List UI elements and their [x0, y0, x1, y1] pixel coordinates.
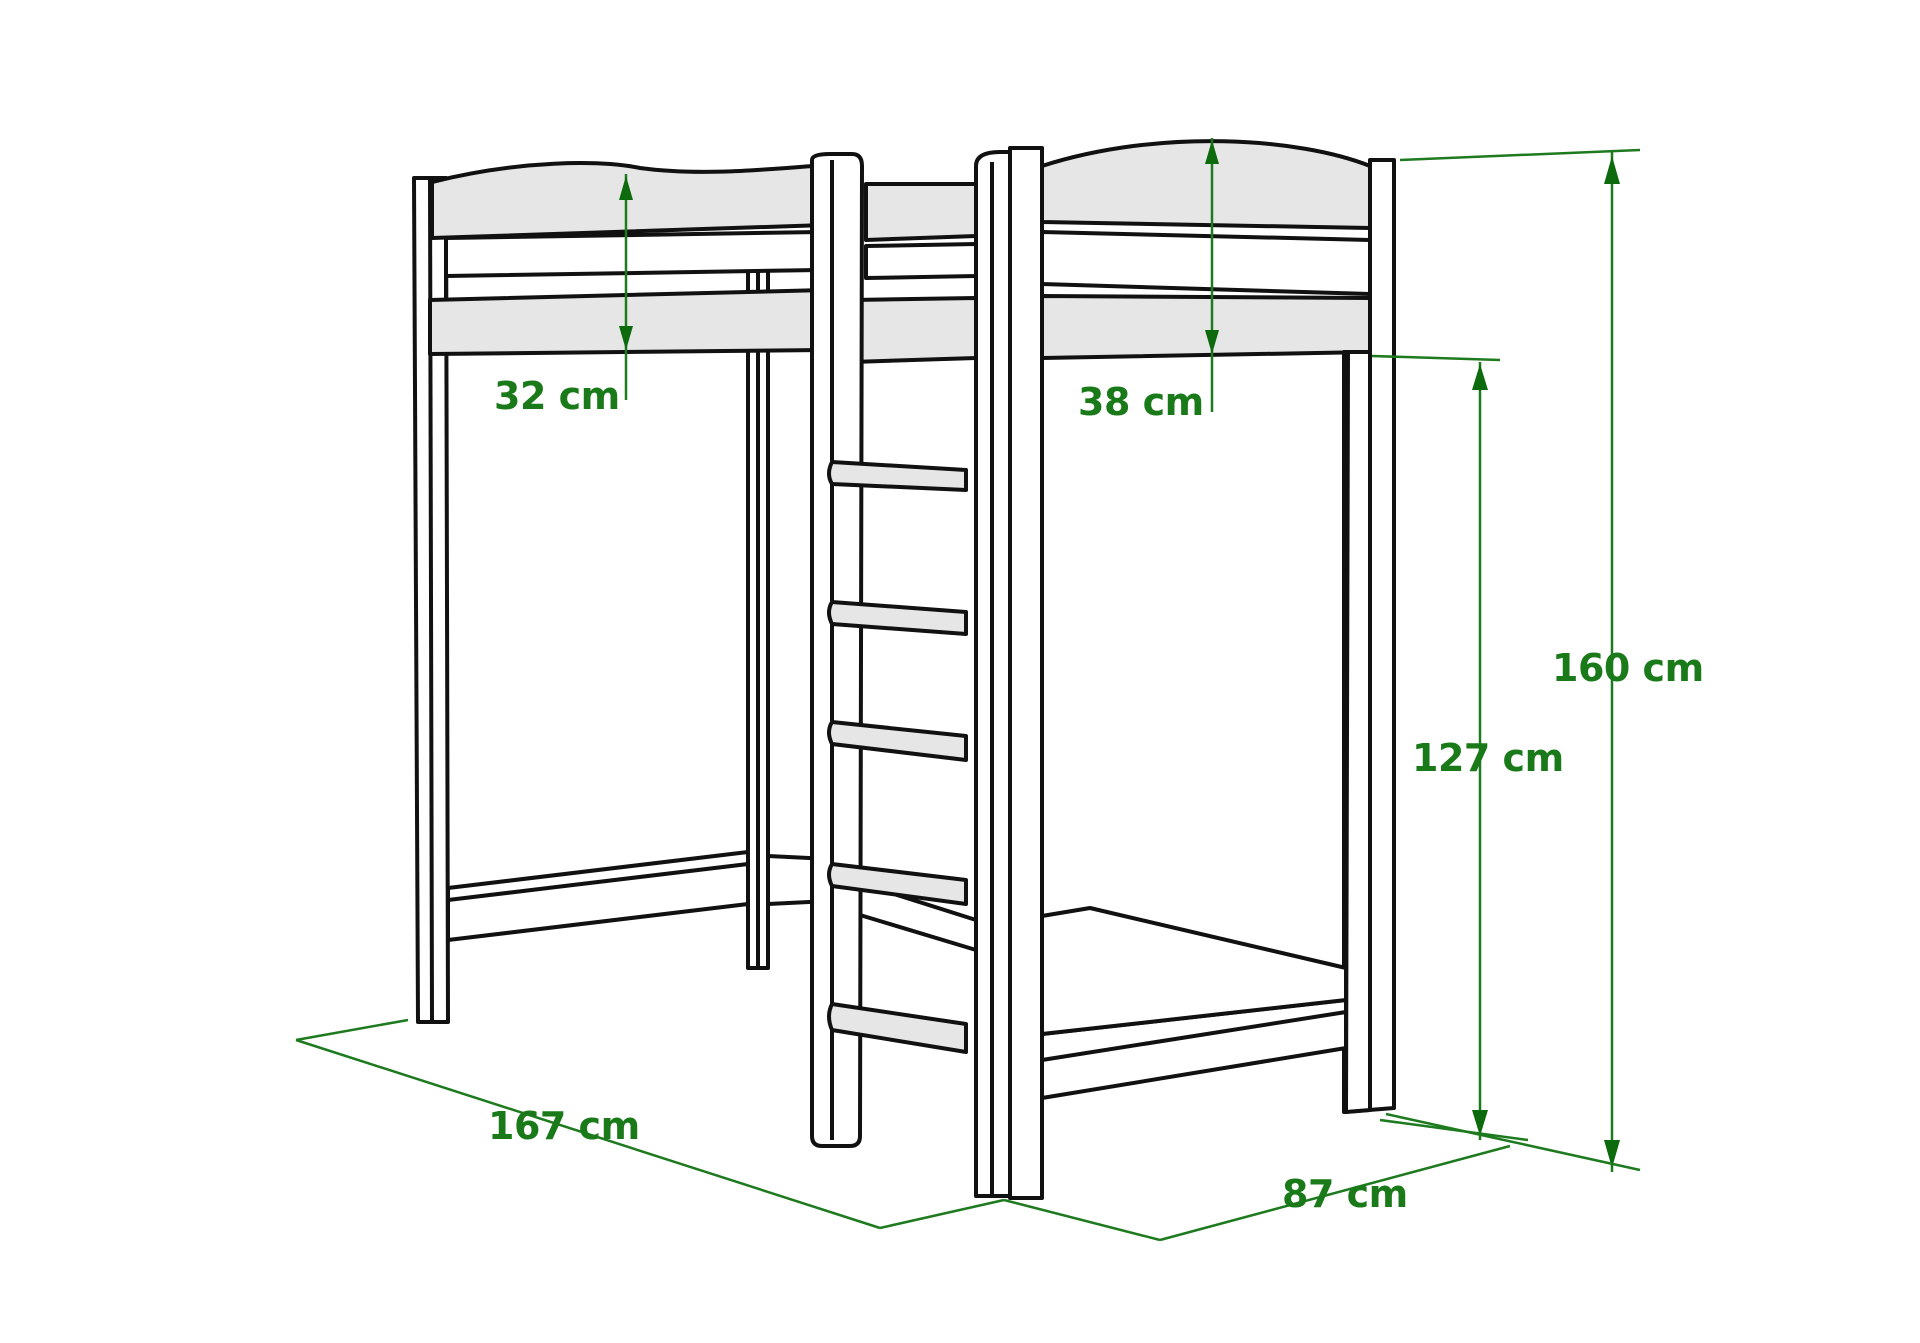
dimension-label-right-rail: 38 cm	[1078, 380, 1204, 424]
dimension-label-left-rail: 32 cm	[494, 374, 620, 418]
ladder-rungs	[827, 460, 968, 1054]
right-rear-post	[1342, 158, 1396, 1114]
dimension-label-width: 87 cm	[1282, 1172, 1408, 1216]
dimension-label-length: 167 cm	[488, 1104, 640, 1148]
left-bottom-rail	[446, 850, 750, 942]
dimension-label-clearance: 127 cm	[1412, 736, 1564, 780]
right-front-post	[974, 146, 1044, 1200]
right-bottom-frame	[1040, 906, 1348, 1100]
left-headboard	[428, 161, 827, 356]
ladder	[810, 152, 968, 1148]
dimension-lines	[295, 138, 1641, 1242]
dimension-label-total-height: 160 cm	[1552, 646, 1704, 690]
right-headboard	[1040, 139, 1372, 360]
